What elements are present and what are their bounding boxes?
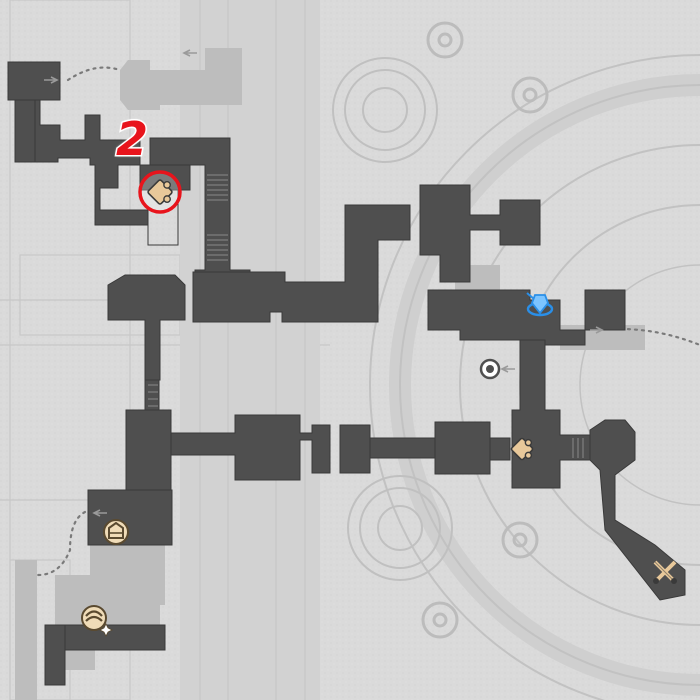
upper-rotunda [332, 57, 438, 163]
puzzle-piece-icon[interactable] [510, 435, 539, 463]
lower-rotunda [347, 475, 453, 581]
door-arrow-icon [44, 49, 604, 517]
treasure-chest-icon[interactable] [103, 519, 129, 545]
central-band [180, 0, 320, 700]
walkways [7, 61, 686, 686]
dashed-paths [36, 66, 700, 577]
route-node[interactable] [479, 358, 501, 380]
stair-hatching [148, 174, 584, 458]
puzzle-piece-icon-circled[interactable] [138, 170, 182, 214]
space-anchor-icon[interactable] [526, 292, 554, 317]
annotation-label: 2 [114, 112, 149, 166]
treasure-chest-sparkle-icon[interactable] [81, 605, 113, 637]
decorative-emblems [421, 21, 549, 639]
warp-trotter-icon[interactable] [653, 560, 677, 584]
